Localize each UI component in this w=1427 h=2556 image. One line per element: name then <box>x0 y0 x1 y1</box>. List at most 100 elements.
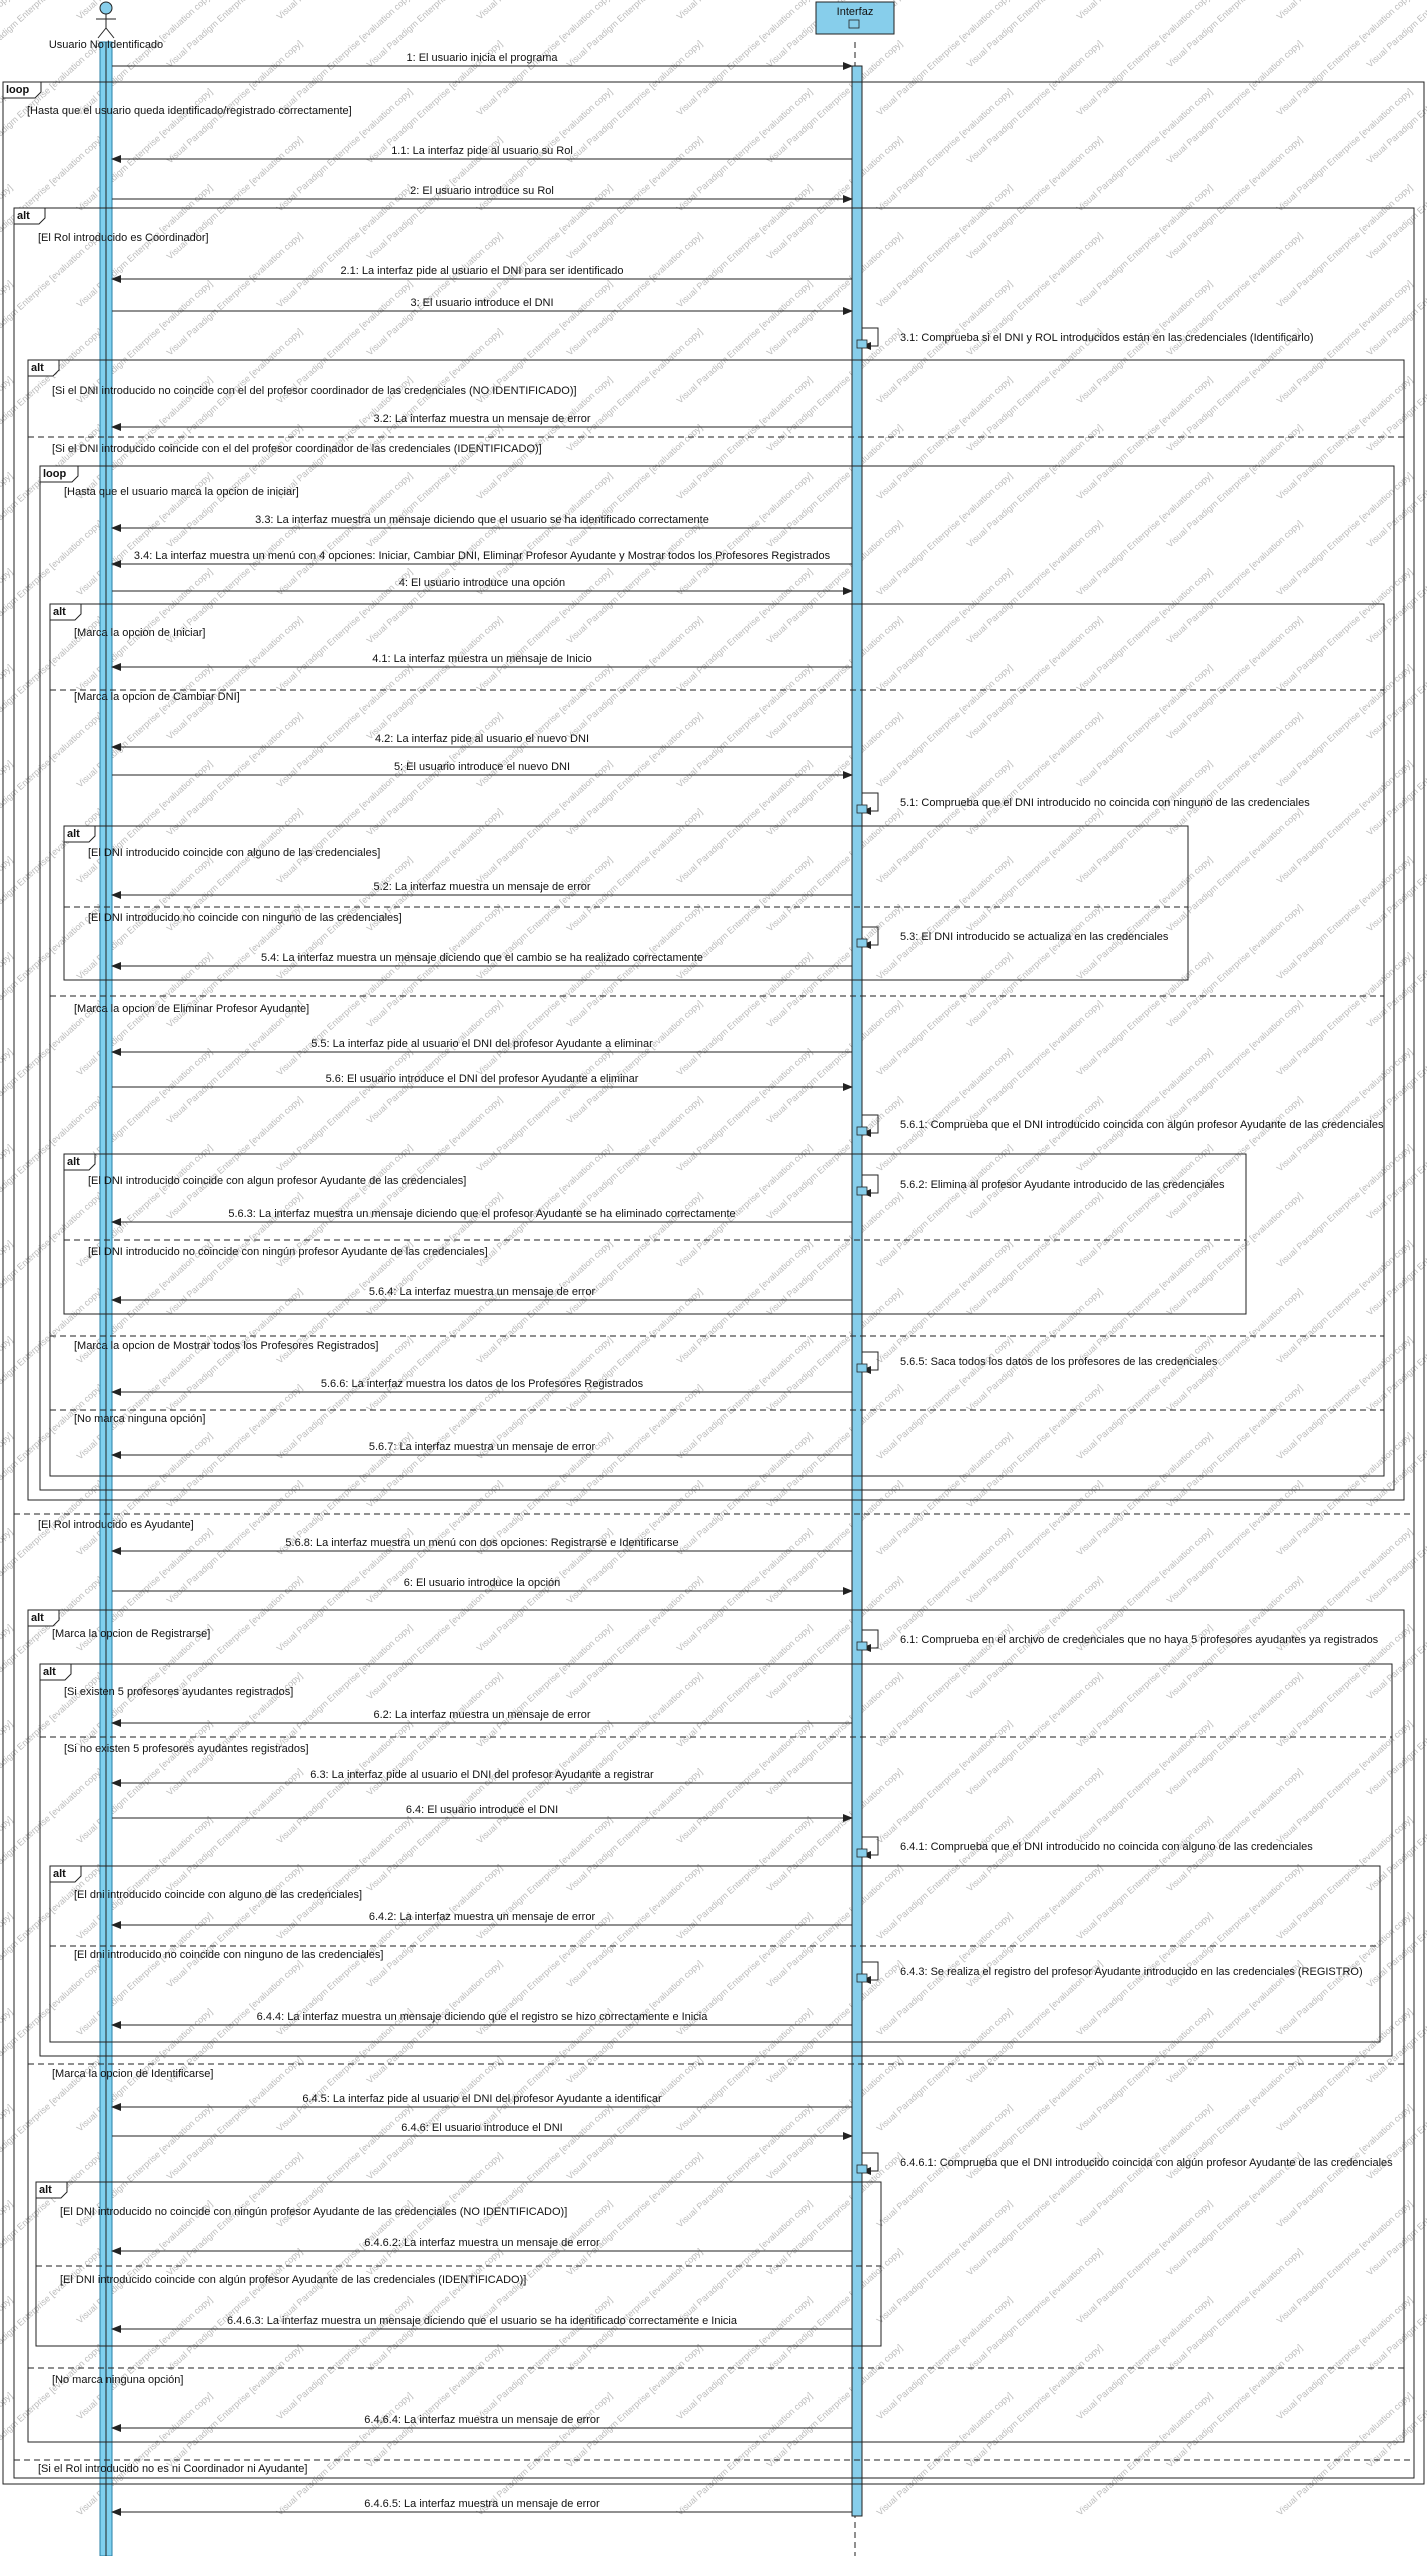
message-6-3: 6.3: La interfaz pide al usuario el DNI … <box>111 1769 852 1787</box>
message-1: 1: El usuario inicia el programa <box>112 52 853 70</box>
guard-condition: [Si existen 5 profesores ayudantes regis… <box>64 1686 293 1698</box>
message-3: 3: El usuario introduce el DNI <box>112 297 853 315</box>
guard-condition: [El Rol introducido es Coordinador] <box>38 232 209 244</box>
message-6-4-6-1: 6.4.6.1: Comprueba que el DNI introducid… <box>856 2152 1393 2175</box>
message-5-1: 5.1: Comprueba que el DNI introducido no… <box>856 792 1310 815</box>
self-activation <box>856 804 868 814</box>
guard-condition: [El dni introducido coincide con alguno … <box>74 1889 362 1901</box>
combined-fragment-loop <box>39 465 1395 1491</box>
fragment-operator-label: alt <box>67 828 80 840</box>
self-activation <box>856 2164 868 2174</box>
message-6-1: 6.1: Comprueba en el archivo de credenci… <box>856 1629 1379 1652</box>
combined-fragment-loop <box>2 81 1425 2485</box>
self-activation <box>856 1186 868 1196</box>
message-label: 6.4.6.3: La interfaz muestra un mensaje … <box>227 2315 738 2327</box>
system-participant: Interfaz <box>815 1 895 35</box>
message-4-2: 4.2: La interfaz pide al usuario el nuev… <box>111 733 852 751</box>
message-label: 5.4: La interfaz muestra un mensaje dici… <box>261 952 703 964</box>
self-message-arrow <box>861 1836 879 1859</box>
fragment-tab <box>13 207 46 225</box>
self-message-arrow <box>861 327 879 350</box>
self-message-arrow <box>861 2152 879 2175</box>
message-6: 6: El usuario introduce la opción <box>112 1577 853 1595</box>
message-label: 6.4: El usuario introduce el DNI <box>406 1804 558 1816</box>
message-label: 5.1: Comprueba que el DNI introducido no… <box>900 797 1310 809</box>
message-label: 6.1: Comprueba en el archivo de credenci… <box>900 1634 1379 1646</box>
fragment-operator-label: loop <box>6 84 29 96</box>
message-label: 5: El usuario introduce el nuevo DNI <box>394 761 570 773</box>
message-label: 5.2: La interfaz muestra un mensaje de e… <box>373 881 590 893</box>
watermark-text: Visual Paradigm Enterprise [evaluation c… <box>875 2390 1015 2517</box>
message-6-4-1: 6.4.1: Comprueba que el DNI introducido … <box>856 1836 1313 1859</box>
message-6-4-6-3: 6.4.6.3: La interfaz muestra un mensaje … <box>111 2315 852 2333</box>
message-label: 6.3: La interfaz pide al usuario el DNI … <box>310 1769 654 1781</box>
combined-fragment-alt <box>13 207 1415 2479</box>
message-label: 6.4.5: La interfaz pide al usuario el DN… <box>302 2093 662 2105</box>
message-label: 6.4.6.1: Comprueba que el DNI introducid… <box>900 2157 1393 2169</box>
message-label: 6.4.6.2: La interfaz muestra un mensaje … <box>364 2237 600 2249</box>
combined-fragment-alt <box>27 1609 1405 2443</box>
message-label: 4: El usuario introduce una opción <box>399 577 565 589</box>
fragment-tab <box>39 1663 72 1681</box>
combined-fragment-alt <box>39 1663 1393 2057</box>
messages-layer: 1: El usuario inicia el programa 1.1: La … <box>111 52 1393 2516</box>
watermark-text: Visual Paradigm Enterprise [evaluation c… <box>1075 2390 1215 2517</box>
combined-fragment-alt <box>49 603 1385 1477</box>
message-label: 6: El usuario introduce la opción <box>404 1577 561 1589</box>
message-label: 6.4.3: Se realiza el registro del profes… <box>900 1966 1363 1978</box>
combined-fragment-alt <box>63 1153 1247 1315</box>
guard-condition: [Marca la opcion de Registrarse] <box>52 1628 210 1640</box>
message-4: 4: El usuario introduce una opción <box>112 577 853 595</box>
message-5-6-5: 5.6.5: Saca todos los datos de los profe… <box>856 1351 1218 1374</box>
guard-condition: [Si el Rol introducido no es ni Coordina… <box>38 2463 307 2475</box>
message-label: 4.2: La interfaz pide al usuario el nuev… <box>375 733 589 745</box>
fragment-operator-label: alt <box>17 210 30 222</box>
guard-condition: [El dni introducido no coincide con ning… <box>74 1949 383 1961</box>
guard-condition: [El DNI introducido coincide con algún p… <box>60 2274 526 2286</box>
fragment-operator-label: loop <box>43 468 66 480</box>
self-message-arrow <box>861 792 879 815</box>
message-6-4-5: 6.4.5: La interfaz pide al usuario el DN… <box>111 2093 852 2111</box>
guard-condition: [No marca ninguna opción] <box>74 1413 205 1425</box>
message-label: 3.4: La interfaz muestra un menú con 4 o… <box>134 550 831 562</box>
message-label: 6.4.6.4: La interfaz muestra un mensaje … <box>364 2414 600 2426</box>
guard-condition: [Marca la opcion de Iniciar] <box>74 627 205 639</box>
guard-condition: [Marca la opcion de Identificarse] <box>52 2068 213 2080</box>
message-label: 5.6.4: La interfaz muestra un mensaje de… <box>369 1286 596 1298</box>
self-activation <box>856 1126 868 1136</box>
self-message-arrow <box>861 1114 879 1137</box>
message-label: 5.5: La interfaz pide al usuario el DNI … <box>311 1038 653 1050</box>
message-label: 5.6.3: La interfaz muestra un mensaje di… <box>228 1208 735 1220</box>
user-actor-label: Usuario No Identificado <box>49 39 163 51</box>
message-5-6-3: 5.6.3: La interfaz muestra un mensaje di… <box>111 1208 852 1226</box>
actor-icon <box>99 1 113 15</box>
message-label: 6.4.2: La interfaz muestra un mensaje de… <box>369 1911 596 1923</box>
message-3-1: 3.1: Comprueba si el DNI y ROL introduci… <box>856 327 1314 350</box>
message-5-6-7: 5.6.7: La interfaz muestra un mensaje de… <box>111 1441 852 1459</box>
message-5-6: 5.6: El usuario introduce el DNI del pro… <box>112 1073 853 1091</box>
message-3-2: 3.2: La interfaz muestra un mensaje de e… <box>111 413 852 431</box>
system-box <box>815 1 895 35</box>
message-6-4-3: 6.4.3: Se realiza el registro del profes… <box>856 1961 1363 1984</box>
guard-condition: [Si el DNI introducido no coincide con e… <box>52 385 577 397</box>
message-5-6-4: 5.6.4: La interfaz muestra un mensaje de… <box>111 1286 852 1304</box>
guard-condition: [El DNI introducido no coincide con ning… <box>60 2206 567 2218</box>
guard-condition: [Si no existen 5 profesores ayudantes re… <box>64 1743 309 1755</box>
message-label: 6.4.1: Comprueba que el DNI introducido … <box>900 1841 1313 1853</box>
self-activation <box>856 938 868 948</box>
message-2-1: 2.1: La interfaz pide al usuario el DNI … <box>111 265 852 283</box>
fragment-tab <box>49 603 82 621</box>
fragment-tab <box>49 1865 82 1883</box>
frames-layer: loop[Hasta que el usuario queda identifi… <box>2 81 1425 2485</box>
message-2: 2: El usuario introduce su Rol <box>112 185 853 203</box>
message-3-4: 3.4: La interfaz muestra un menú con 4 o… <box>111 550 852 568</box>
fragment-tab <box>63 825 96 843</box>
message-5-3: 5.3: El DNI introducido se actualiza en … <box>856 926 1169 949</box>
watermark-text: Visual Paradigm Enterprise [evaluation c… <box>75 2390 215 2517</box>
message-label: 1.1: La interfaz pide al usuario su Rol <box>391 145 573 157</box>
self-activation <box>856 339 868 349</box>
message-label: 5.6: El usuario introduce el DNI del pro… <box>326 1073 639 1085</box>
self-activation <box>856 1641 868 1651</box>
guard-condition: [El DNI introducido no coincide con ning… <box>88 912 402 924</box>
